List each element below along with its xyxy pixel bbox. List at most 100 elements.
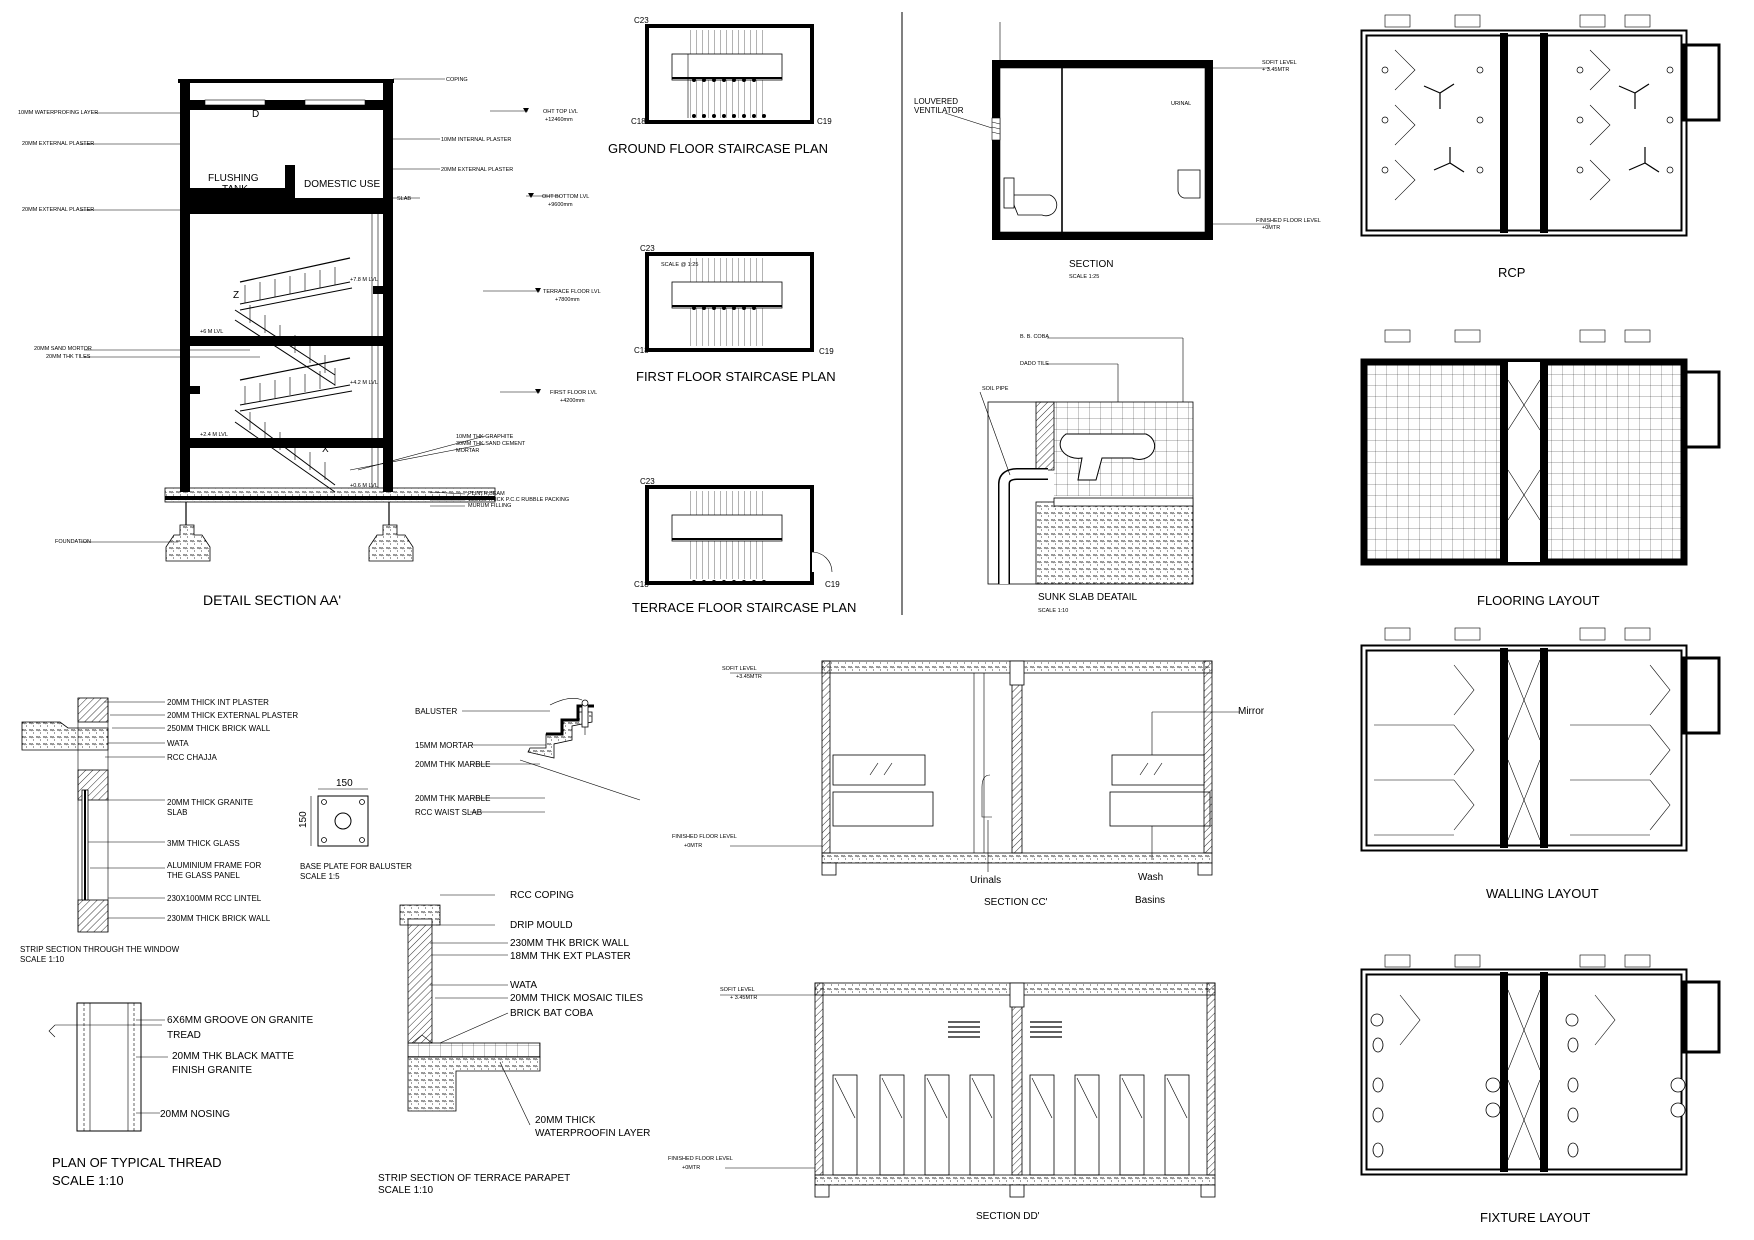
urinals-label: Urinals: [970, 875, 1001, 886]
col-c23-label: C23: [634, 16, 649, 25]
dd-finished-value: +0MTR: [682, 1165, 700, 1171]
note-sand-cement: 30MM THK SAND CEMENT: [456, 441, 526, 447]
parapet-note-2: DRIP MOULD: [510, 920, 573, 931]
col-c23-label-3: C23: [640, 477, 655, 486]
dado-tile-label: DADO TILE: [1020, 361, 1049, 367]
oht-bottom-value: +9600mm: [548, 202, 573, 208]
note-int-plaster: 10MM INTERNAL PLASTER: [441, 137, 511, 143]
window-note-8: 3MM THICK GLASS: [167, 839, 240, 848]
sunk-slab-title: SUNK SLAB DEATAIL: [1038, 592, 1138, 603]
toilet-section-scale: SCALE 1:25: [1069, 274, 1099, 280]
ground-floor-staircase-plan: C23 C18 C19 GROUND FLOOR STAIRCASE PLAN: [608, 16, 832, 156]
toilet-section: SOFIT LEVEL + 3.45MTR FINISHED FLOOR LEV…: [914, 22, 1321, 280]
col-c19-label-3: C19: [825, 580, 840, 589]
level-06-label: +0.6 M LVL: [350, 483, 378, 489]
thread-note-1: 6X6MM GROOVE ON GRANITE: [167, 1015, 313, 1026]
note-graphite: 10MM THK GRAPHITE: [456, 434, 514, 440]
sunk-slab-scale: SCALE 1:10: [1038, 608, 1068, 614]
flushing-tank-label: FLUSHING: [208, 173, 259, 184]
toilet-finished-value: +0MTR: [1262, 225, 1280, 231]
first-floor-staircase-plan: SCALE @ 1:25 C23 C18 C19 FIRST FLOOR STA…: [634, 244, 836, 384]
section-cc-title: SECTION CC': [984, 897, 1048, 908]
window-note-9: ALUMINIUM FRAME FOR: [167, 861, 261, 870]
note-slab: SLAB: [397, 196, 411, 202]
cc-soffit-label: SOFIT LEVEL: [722, 666, 757, 672]
parapet-note-4: 18MM THK EXT PLASTER: [510, 951, 631, 962]
rcp-title: RCP: [1498, 265, 1525, 280]
flight-x-label: X: [322, 444, 329, 455]
thread-note-3: 20MM THK BLACK MATTE: [172, 1051, 294, 1062]
level-60-label: +6 M LVL: [200, 329, 223, 335]
parapet-note-5: WATA: [510, 980, 537, 991]
note-waterproofing: 10MM WATERPROFING LAYER: [18, 110, 98, 116]
first-floor-label: FIRST FLOOR LVL: [550, 390, 597, 396]
col-c18-label-3: C18: [634, 580, 649, 589]
flight-y-label: Y: [306, 337, 313, 348]
section-cc: Mirror Urinals Wash Basins SOFIT LEVEL +…: [672, 660, 1265, 908]
window-note-2: 20MM THICK EXTERNAL PLASTER: [167, 711, 298, 720]
dd-soffit-label: SOFIT LEVEL: [720, 987, 755, 993]
parapet-note-3: 230MM THK BRICK WALL: [510, 938, 629, 949]
section-dd-title: SECTION DD': [976, 1211, 1040, 1222]
toilet-soffit-value: + 3.45MTR: [1262, 67, 1289, 73]
note-coping: COPING: [446, 77, 468, 83]
col-c23-label-2: C23: [640, 244, 655, 253]
note-sand-mortor: 20MM SAND MORTOR: [34, 346, 92, 352]
window-note-3: 250MM THICK BRICK WALL: [167, 724, 271, 733]
note-ext-plaster: 20MM EXTERNAL PLASTER: [22, 141, 94, 147]
oht-top-value: +12460mm: [545, 117, 573, 123]
detail-section-aa: D FLUSHING TANK DOMESTIC USE Z Y X +7.8 …: [18, 77, 601, 608]
base-plate-title: BASE PLATE FOR BALUSTER: [300, 862, 412, 871]
parapet-scale: SCALE 1:10: [378, 1185, 433, 1196]
level-24-label: +2.4 M LVL: [200, 432, 228, 438]
parapet-note-9: WATERPROOFIN LAYER: [535, 1128, 650, 1139]
terrace-floor-plan-title: TERRACE FLOOR STAIRCASE PLAN: [632, 600, 856, 615]
cc-finished-value: +0MTR: [684, 843, 702, 849]
scale-note: SCALE @ 1:25: [661, 262, 698, 268]
first-floor-plan-title: FIRST FLOOR STAIRCASE PLAN: [636, 369, 836, 384]
thread-note-5: 20MM NOSING: [160, 1109, 230, 1120]
oht-bottom-label: OHT BOTTOM LVL: [542, 194, 589, 200]
level-42-label: +4.2 M LVL: [350, 380, 378, 386]
window-strip-scale: SCALE 1:10: [20, 955, 65, 964]
base-plate-scale: SCALE 1:5: [300, 872, 340, 881]
walling-plan: WALLING LAYOUT: [1360, 627, 1721, 901]
typical-thread-plan: 6X6MM GROOVE ON GRANITE TREAD 20MM THK B…: [48, 1002, 313, 1188]
toilet-soffit-label: SOFIT LEVEL: [1262, 60, 1297, 66]
mirror-label: Mirror: [1238, 706, 1265, 717]
window-strip-section: 20MM THICK INT PLASTER 20MM THICK EXTERN…: [20, 697, 298, 964]
window-strip-title: STRIP SECTION THROUGH THE WINDOW: [20, 945, 180, 954]
cc-finished-label: FINISHED FLOOR LEVEL: [672, 834, 737, 840]
louvered-label-2: VENTILATOR: [914, 106, 964, 115]
col-c18-label: C18: [631, 117, 646, 126]
toilet-layouts: RCP FLOORING LAYOUT WALLING LAYOUT: [1360, 14, 1721, 1225]
wash-basins-label: Wash: [1138, 872, 1163, 883]
first-floor-value: +4200mm: [560, 398, 585, 404]
baluster-note-5: RCC WAIST SLAB: [415, 808, 482, 817]
parapet-note-1: RCC COPING: [510, 890, 574, 901]
dd-soffit-value: + 3.45MTR: [730, 995, 757, 1001]
section-dd: SOFIT LEVEL + 3.45MTR FINISHED FLOOR LEV…: [668, 982, 1216, 1222]
note-foundation: FOUNDATION: [55, 539, 91, 545]
cc-soffit-value: +3.45MTR: [736, 674, 762, 680]
thread-note-2: TREAD: [167, 1030, 201, 1041]
terrace-floor-label: TERRACE FLOOR LVL: [543, 289, 601, 295]
baluster-note-3: 20MM THK MARBLE: [415, 760, 490, 769]
staircase-plans: C23 C18 C19 GROUND FLOOR STAIRCASE PLAN …: [608, 16, 856, 615]
baluster-note-2: 15MM MORTAR: [415, 741, 474, 750]
flooring-plan: FLOORING LAYOUT: [1360, 329, 1721, 608]
note-rubble-packing: 150MM THICK P.C.C RUBBLE PACKING: [468, 497, 569, 503]
terrace-floor-value: +7800mm: [555, 297, 580, 303]
base-plate-height: 150: [298, 811, 309, 828]
thread-title: PLAN OF TYPICAL THREAD: [52, 1155, 222, 1170]
wash-basins-label-2: Basins: [1135, 895, 1165, 906]
terrace-parapet-section: RCC COPING DRIP MOULD 230MM THK BRICK WA…: [378, 890, 650, 1196]
window-note-5: RCC CHAJJA: [167, 753, 217, 762]
thread-note-4: FINISH GRANITE: [172, 1065, 252, 1076]
flooring-title: FLOORING LAYOUT: [1477, 593, 1600, 608]
window-note-4: WATA: [167, 739, 189, 748]
parapet-note-6: 20MM THICK MOSAIC TILES: [510, 993, 643, 1004]
window-note-7: SLAB: [167, 808, 187, 817]
toilet-section-title: SECTION: [1069, 259, 1113, 270]
b-b-coba-label: B. B. COBA: [1020, 334, 1049, 340]
